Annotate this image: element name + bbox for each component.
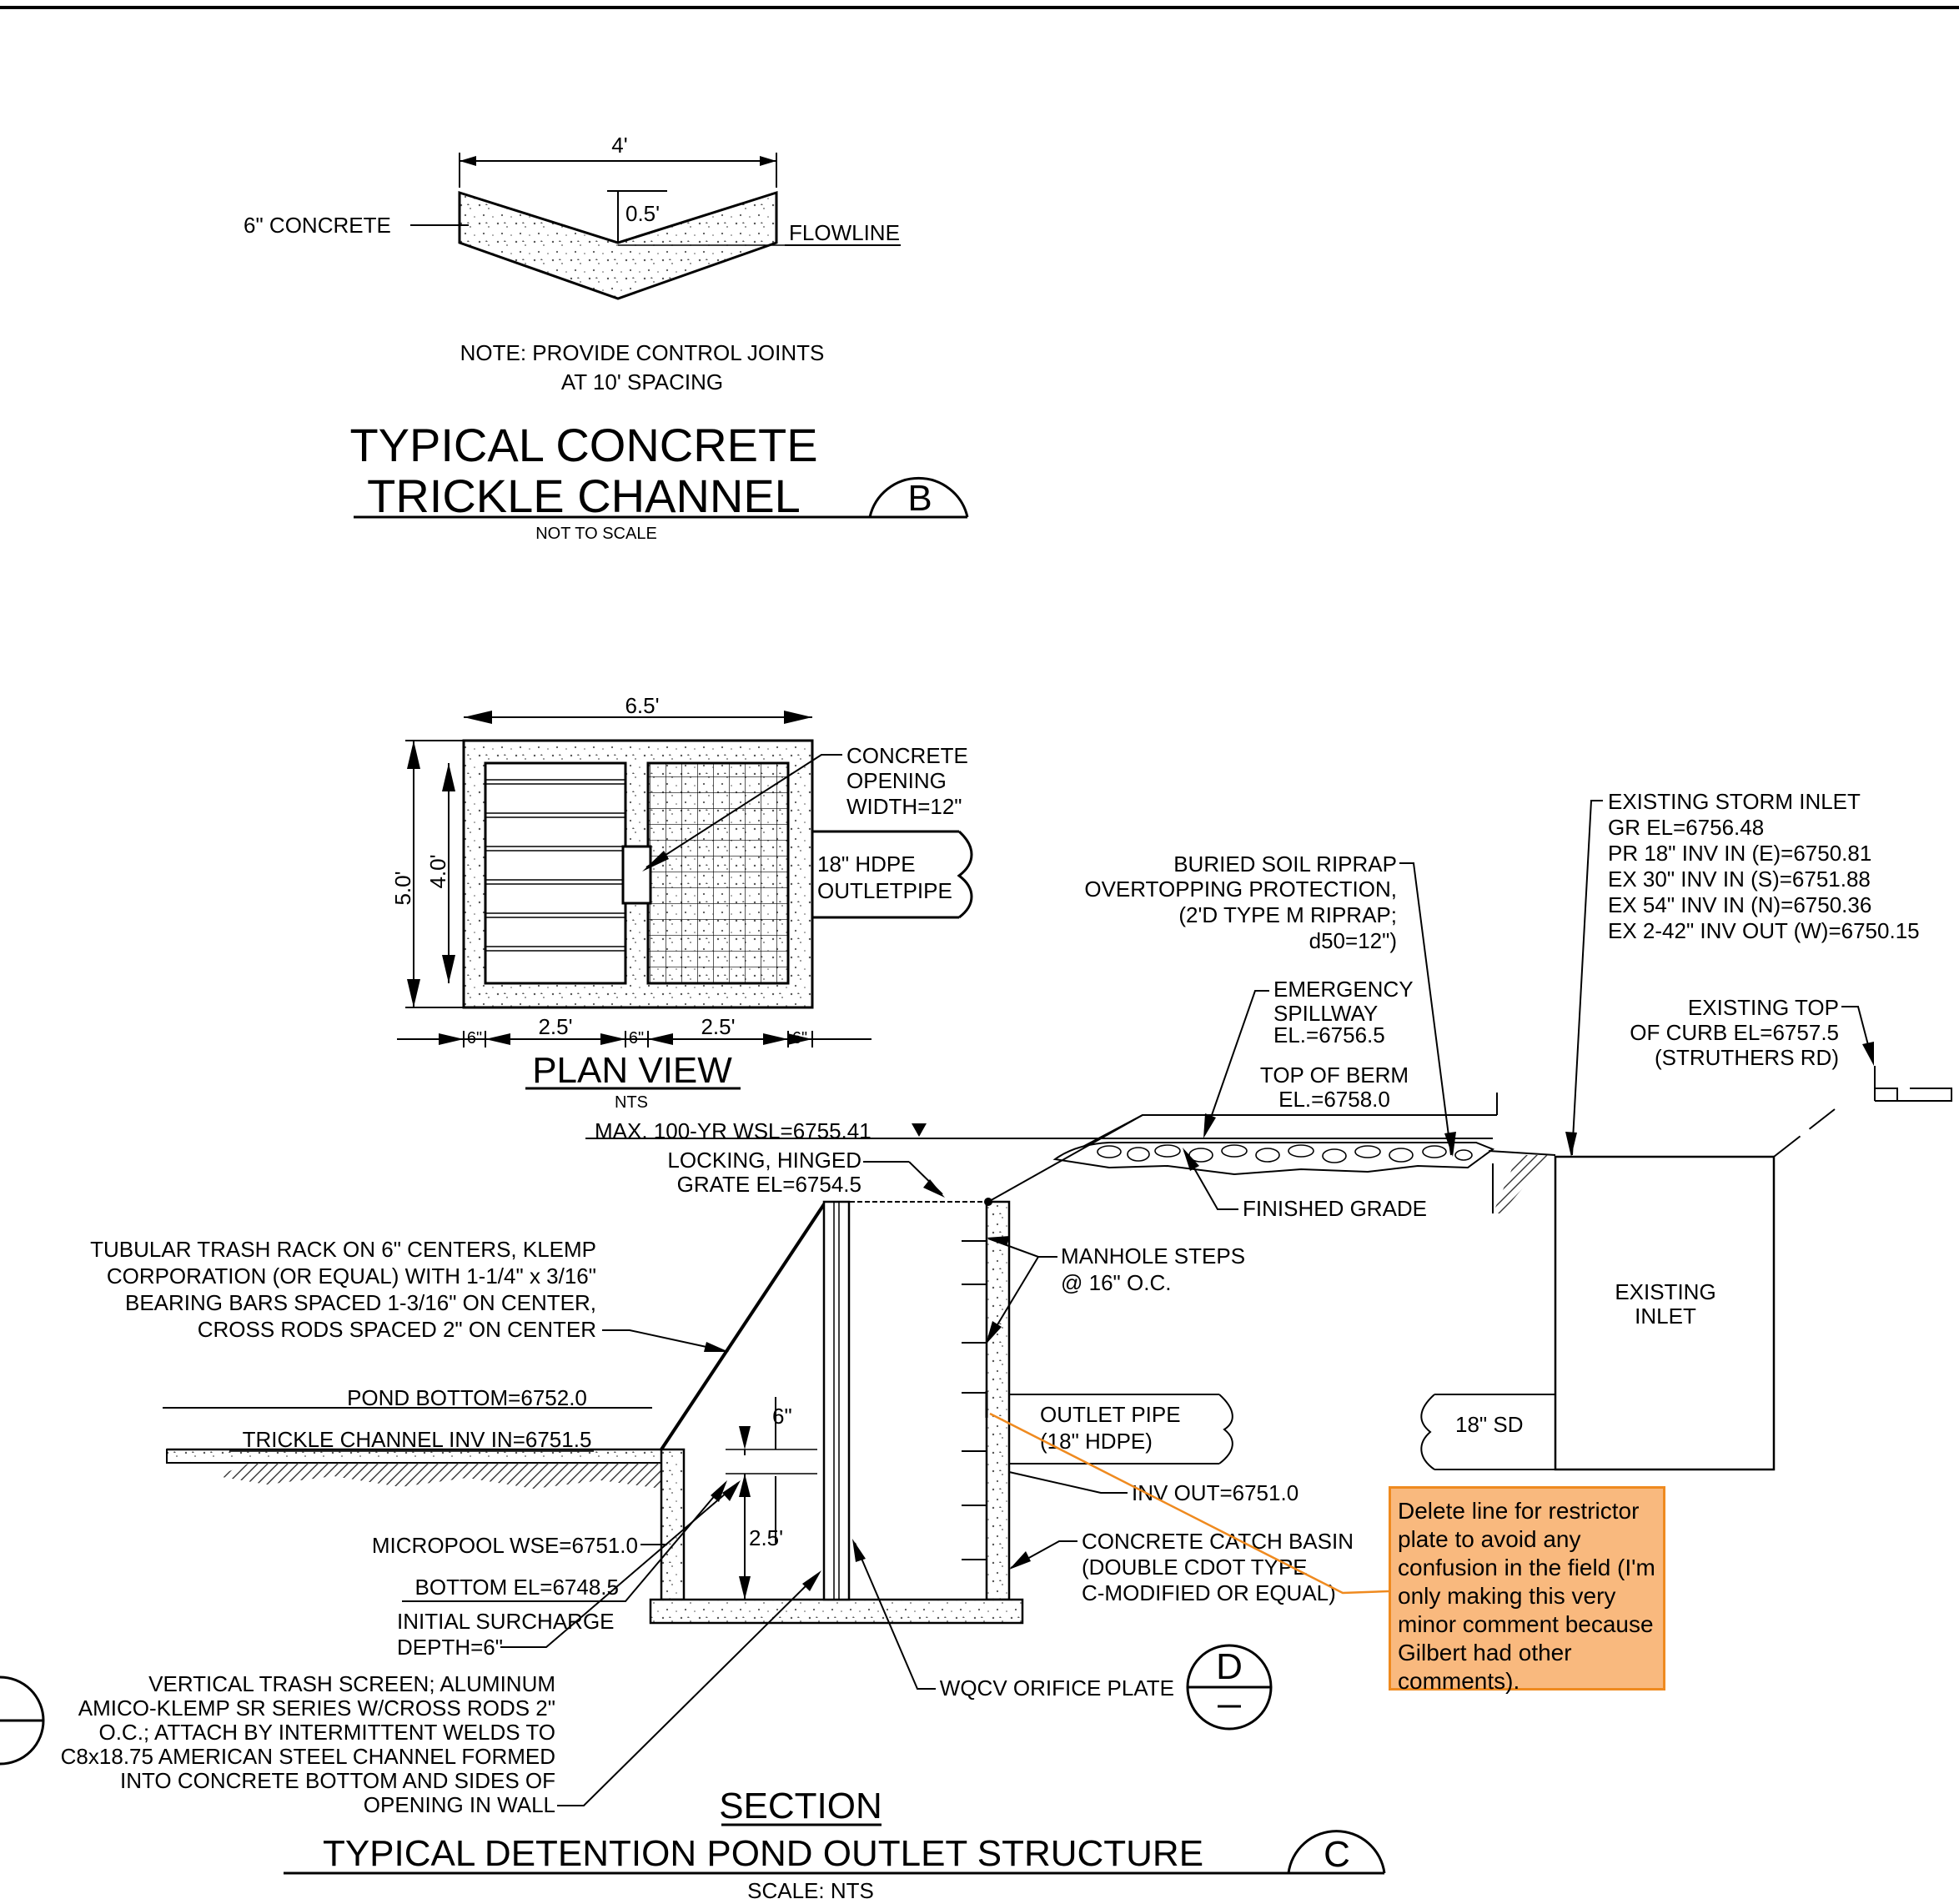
trash-screen-label-4: C8x18.75 AMERICAN STEEL CHANNEL FORMED (61, 1744, 555, 1769)
orifice-plate-label: WQCV ORIFICE PLATE (940, 1675, 1174, 1701)
bottom-el-label: BOTTOM EL=6748.5 (415, 1575, 619, 1600)
storm-inlet-label-2: GR EL=6756.48 (1608, 815, 1764, 840)
outlet-pipe-label-1: 18" HDPE (817, 852, 916, 877)
spillway-label-3: EL.=6756.5 (1273, 1022, 1385, 1047)
dim-depth: 0.5' (625, 201, 660, 226)
plan-bottom-dim-1: 6" (467, 1029, 482, 1047)
trickle-channel-detail: 4' 0.5' 6" CONCRETE FLOWLINE NOTE: PROVI… (244, 133, 969, 543)
comment-leader-line (989, 1412, 1389, 1595)
grate-label-1: LOCKING, HINGED (667, 1148, 861, 1173)
inv-out-label: INV OUT=6751.0 (1132, 1480, 1298, 1505)
section-title: SECTION (719, 1786, 882, 1826)
plan-view-title: PLAN VIEW (532, 1050, 732, 1091)
trash-screen-label-1: VERTICAL TRASH SCREEN; ALUMINUM (148, 1671, 555, 1696)
storm-inlet-callout: EXISTING STORM INLET GR EL=6756.48 PR 18… (1565, 789, 1920, 1157)
surcharge-label-2: DEPTH=6" (397, 1635, 503, 1660)
plan-dim-width: 6.5' (625, 693, 659, 718)
review-comment[interactable]: Delete line for restrictor plate to avoi… (1389, 1486, 1665, 1694)
concrete-opening-label-2: OPENING (846, 768, 947, 793)
top-of-curb-label-3: (STRUTHERS RD) (1655, 1045, 1839, 1070)
riprap-layer (1052, 1142, 1495, 1176)
micropool-label: MICROPOOL WSE=6751.0 (372, 1533, 638, 1558)
title-line-1: TYPICAL CONCRETE (349, 419, 817, 471)
detail-letter-b: B (907, 478, 932, 519)
plan-view-scale: NTS (615, 1093, 648, 1112)
trash-rack-label-3: BEARING BARS SPACED 1-3/16" ON CENTER, (125, 1290, 596, 1315)
grate-label-2: GRATE EL=6754.5 (677, 1172, 861, 1197)
plan-bottom-dim-4: 2.5' (701, 1014, 735, 1039)
riprap-label-2: OVERTOPPING PROTECTION, (1084, 877, 1397, 902)
manhole-steps-label-2: @ 16" O.C. (1061, 1270, 1171, 1295)
section-outlet-pipe-label-1: OUTLET PIPE (1040, 1402, 1181, 1427)
note-line-2: AT 10' SPACING (561, 369, 723, 394)
plan-bottom-dim-5: 6" (792, 1029, 807, 1047)
storm-inlet-label-3: PR 18" INV IN (E)=6750.81 (1608, 841, 1871, 866)
catch-basin-label-3: C-MODIFIED OR EQUAL) (1082, 1580, 1336, 1605)
top-of-berm-label-2: EL.=6758.0 (1278, 1087, 1390, 1112)
section-detail: EXISTING INLET 18" SD (0, 789, 1952, 1903)
riprap-label-1: BURIED SOIL RIPRAP (1173, 852, 1397, 877)
main-title: TYPICAL DETENTION POND OUTLET STRUCTURE (323, 1833, 1203, 1874)
plan-dim-outer-height: 5.0' (390, 871, 415, 905)
concrete-label: 6" CONCRETE (244, 213, 391, 238)
detail-d-letter: D (1216, 1646, 1243, 1687)
catch-basin-left-wall (660, 1448, 686, 1601)
spillway-label-2: SPILLWAY (1273, 1001, 1378, 1026)
title-line-2: TRICKLE CHANNEL (367, 470, 801, 522)
plan-dim-inner-height: 4.0' (425, 854, 450, 888)
storm-inlet-label-5: EX 54" INV IN (N)=6750.36 (1608, 892, 1871, 917)
top-of-curb-label-2: OF CURB EL=6757.5 (1630, 1020, 1839, 1045)
plan-bottom-dim-3: 6" (629, 1029, 644, 1047)
trash-screen-label-6: OPENING IN WALL (364, 1792, 555, 1817)
manhole-steps-label-1: MANHOLE STEPS (1061, 1243, 1245, 1268)
trickle-inv-label: TRICKLE CHANNEL INV IN=6751.5 (243, 1427, 592, 1452)
scale-note: NOT TO SCALE (535, 525, 657, 543)
dim-6in: 6" (772, 1404, 792, 1429)
trash-screen-label-2: AMICO-KLEMP SR SERIES W/CROSS RODS 2" (78, 1696, 555, 1721)
concrete-opening-plan (621, 845, 652, 905)
finished-grade-label: FINISHED GRADE (1243, 1196, 1427, 1221)
storm-inlet-label-6: EX 2-42" INV OUT (W)=6750.15 (1608, 918, 1920, 943)
storm-inlet-label-1: EXISTING STORM INLET (1608, 789, 1861, 814)
storm-inlet-label-4: EX 30" INV IN (S)=6751.88 (1608, 867, 1871, 892)
trash-screen-label-5: INTO CONCRETE BOTTOM AND SIDES OF (120, 1768, 555, 1793)
catch-basin-label-2: (DOUBLE CDOT TYPE (1082, 1555, 1308, 1580)
riprap-label-4: d50=12") (1309, 928, 1397, 953)
top-of-curb-label-1: EXISTING TOP (1688, 995, 1839, 1020)
trash-rack-label-2: CORPORATION (OR EQUAL) WITH 1-1/4" x 3/1… (107, 1263, 596, 1289)
trash-rack-label-4: CROSS RODS SPACED 2" ON CENTER (198, 1317, 596, 1342)
concrete-opening-label-1: CONCRETE (846, 743, 968, 768)
trash-rack-label-1: TUBULAR TRASH RACK ON 6" CENTERS, KLEMP (90, 1237, 596, 1262)
dim-2-5: 2.5' (749, 1525, 783, 1550)
vertical-trash-screen (822, 1200, 851, 1601)
section-outlet-pipe-label-2: (18" HDPE) (1040, 1429, 1153, 1454)
surcharge-label-1: INITIAL SURCHARGE (397, 1609, 615, 1634)
flowline-label: FLOWLINE (789, 220, 900, 245)
riprap-label-3: (2'D TYPE M RIPRAP; (1178, 902, 1397, 927)
existing-inlet-label-1: EXISTING (1615, 1279, 1715, 1304)
section-scale: SCALE: NTS (747, 1878, 874, 1903)
top-of-berm-label-1: TOP OF BERM (1260, 1063, 1409, 1088)
dim-width: 4' (611, 133, 627, 158)
max-wsl-label: MAX. 100-YR WSL=6755.41 (595, 1118, 872, 1143)
pond-bottom-label: POND BOTTOM=6752.0 (347, 1385, 587, 1410)
catch-basin-label-1: CONCRETE CATCH BASIN (1082, 1529, 1354, 1554)
concrete-opening-label-3: WIDTH=12" (846, 794, 962, 819)
existing-inlet-label-2: INLET (1635, 1304, 1696, 1329)
existing-inlet (1554, 1155, 1776, 1471)
trash-screen-label-3: O.C.; ATTACH BY INTERMITTENT WELDS TO (98, 1720, 555, 1745)
plan-bottom-dim-2: 2.5' (538, 1014, 572, 1039)
plan-view-detail: 18" HDPE OUTLETPIPE 6.5' 5.0' 4.0' 6" 2.… (390, 693, 973, 1112)
outlet-pipe-label-2: OUTLETPIPE (817, 878, 952, 903)
catch-basin-floor (649, 1598, 1024, 1625)
note-line-1: NOTE: PROVIDE CONTROL JOINTS (460, 340, 825, 365)
review-comment-text: Delete line for restrictor plate to avoi… (1398, 1498, 1655, 1694)
detail-letter-c: C (1324, 1834, 1350, 1875)
trash-screen-plan (646, 761, 790, 985)
spillway-label-1: EMERGENCY (1273, 977, 1414, 1002)
catch-basin-right-wall (985, 1200, 1011, 1601)
tubular-trash-rack (660, 1200, 827, 1451)
sd-label: 18" SD (1455, 1412, 1524, 1437)
